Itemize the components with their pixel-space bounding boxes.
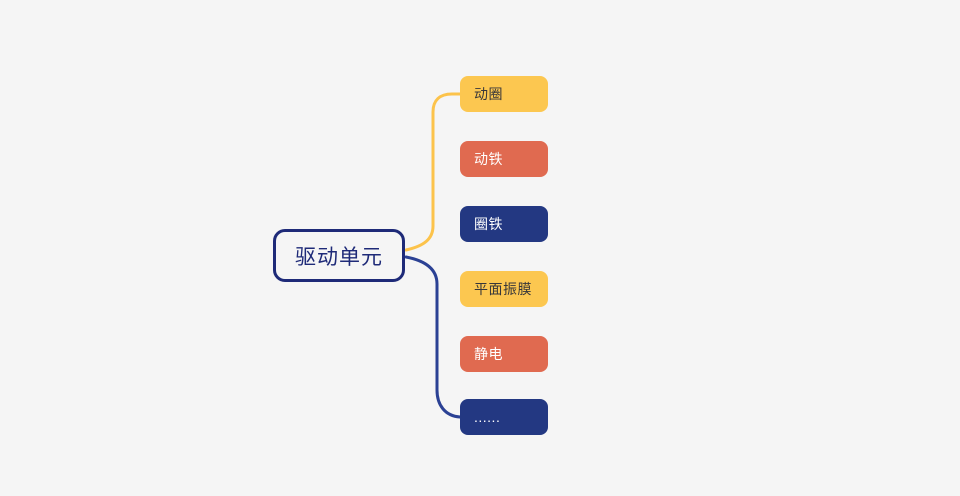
node-label: 平面振膜 xyxy=(474,281,532,297)
node-label: 静电 xyxy=(474,346,503,362)
mindmap-node-dongtie[interactable]: 动铁 xyxy=(460,141,548,177)
mindmap-node-pingmianzhenmo[interactable]: 平面振膜 xyxy=(460,271,548,307)
branch-top-connector xyxy=(404,92,462,252)
node-label: 动圈 xyxy=(474,86,503,102)
mindmap-root-node[interactable]: 驱动单元 xyxy=(273,229,405,282)
root-node-label: 驱动单元 xyxy=(295,245,383,269)
mindmap-node-ellipsis[interactable]: ...... xyxy=(460,399,548,435)
node-label: 动铁 xyxy=(474,151,503,167)
node-label: 圈铁 xyxy=(474,216,503,232)
mindmap-node-jingdian[interactable]: 静电 xyxy=(460,336,548,372)
branch-bottom-connector xyxy=(404,255,462,419)
node-label: ...... xyxy=(474,409,501,425)
mindmap-node-quantie[interactable]: 圈铁 xyxy=(460,206,548,242)
mindmap-node-dongquan[interactable]: 动圈 xyxy=(460,76,548,112)
